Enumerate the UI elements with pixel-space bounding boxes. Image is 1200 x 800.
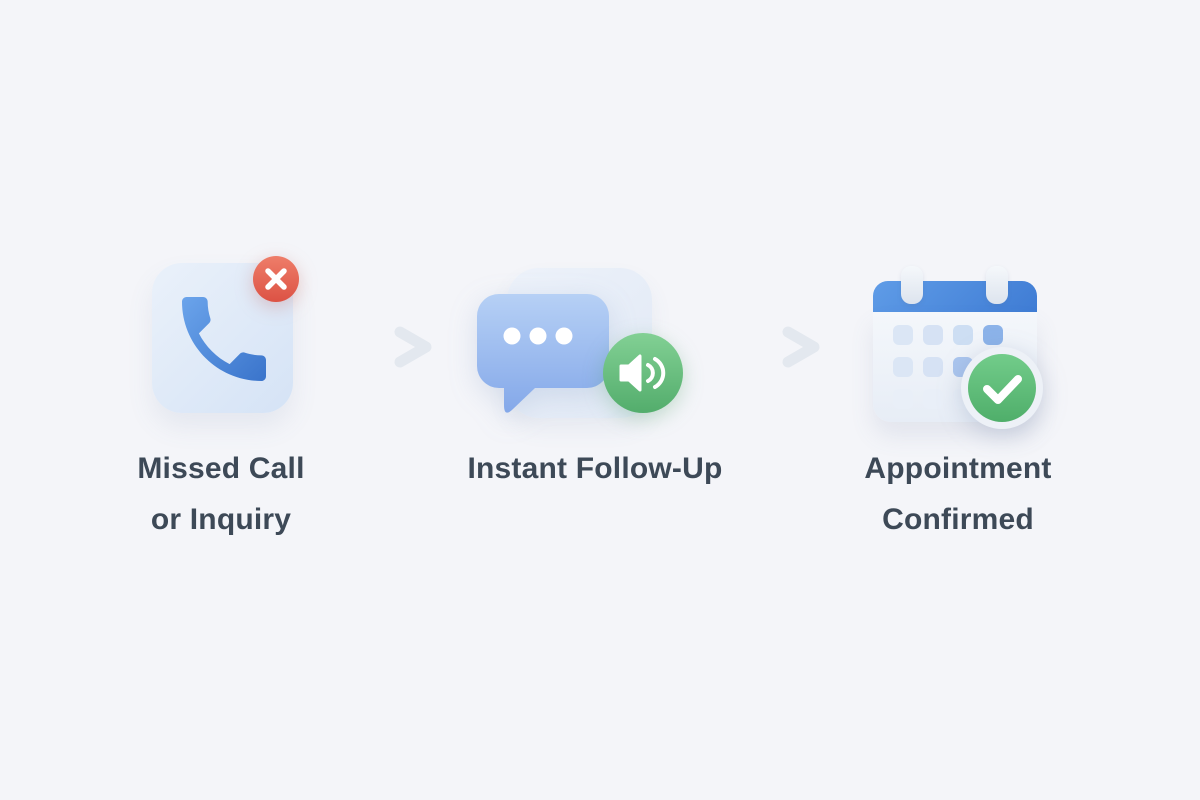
calendar-day-cell: [893, 325, 913, 345]
phone-handset-icon: [182, 297, 266, 381]
calendar-day-cell: [953, 325, 973, 345]
arrow-right-icon: [337, 326, 432, 368]
instant-follow-up-tile: [473, 260, 695, 436]
calendar-day-cell: [893, 389, 913, 409]
calendar-day-cell-highlighted: [983, 325, 1003, 345]
step-label-line: Appointment: [864, 452, 1052, 485]
step-label-line: Instant Follow-Up: [467, 452, 723, 485]
step-label-missed-call: Missed Call or Inquiry: [71, 443, 371, 545]
step-label-line: or Inquiry: [150, 503, 292, 536]
calendar-day-cell: [923, 389, 943, 409]
calendar-body: [873, 312, 1037, 422]
calendar-ring-icon: [901, 266, 923, 304]
x-circle-icon: [253, 256, 299, 302]
missed-call-tile: [152, 256, 299, 413]
step-label-line: Missed Call: [137, 452, 305, 485]
check-circle-icon: [961, 347, 1043, 429]
arrow-right-icon: [725, 326, 820, 368]
speaker-circle-icon: [603, 333, 683, 413]
step-label-appointment-confirmed: Appointment Confirmed: [808, 443, 1108, 545]
calendar-header: [873, 281, 1037, 312]
step-label-instant-follow-up: Instant Follow-Up: [445, 443, 745, 494]
chat-bubble-icon: [477, 294, 609, 413]
calendar-day-cell: [893, 357, 913, 377]
step-label-line: Confirmed: [882, 503, 1034, 536]
calendar-day-cell: [923, 325, 943, 345]
appointment-tile: [873, 262, 1049, 434]
calendar-ring-icon: [986, 266, 1008, 304]
calendar-day-cell: [923, 357, 943, 377]
